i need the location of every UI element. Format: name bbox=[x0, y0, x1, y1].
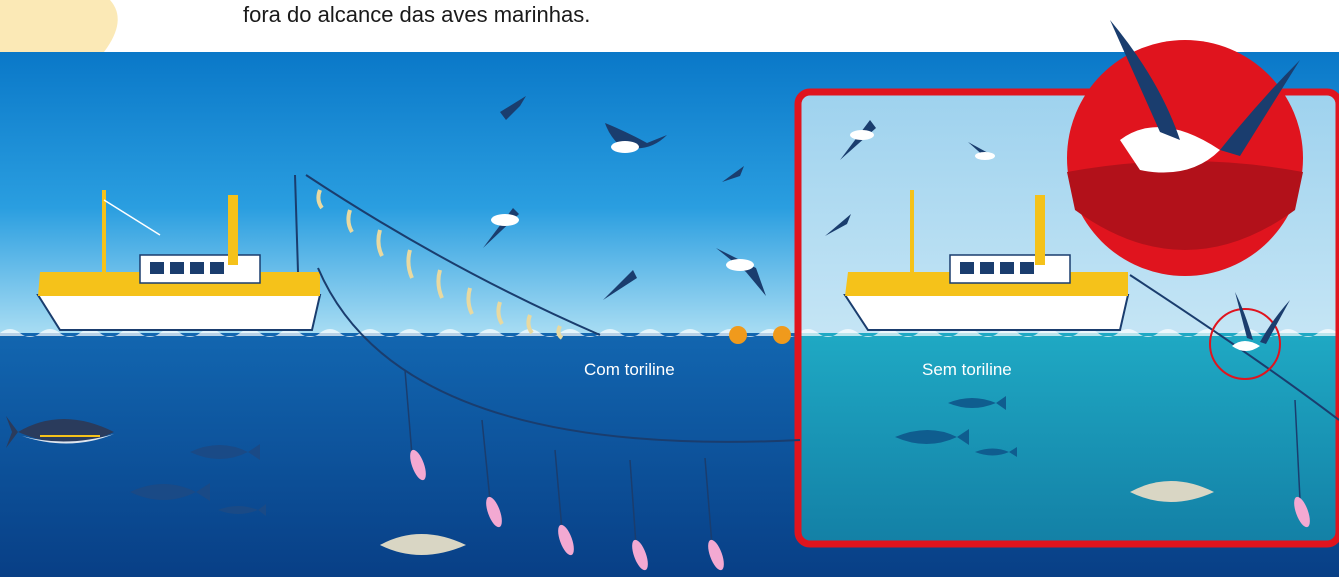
squid-baits bbox=[410, 449, 1310, 571]
grouper-fish bbox=[380, 481, 1214, 555]
fishing-boat bbox=[36, 174, 322, 331]
fish-silhouettes-inset bbox=[895, 396, 1017, 457]
toriline-streamer-line bbox=[305, 174, 791, 344]
fishing-boat-inset bbox=[843, 190, 1130, 331]
fish-silhouettes bbox=[130, 444, 266, 516]
longline bbox=[317, 267, 1339, 546]
without-toriline-label: Sem toriline bbox=[922, 360, 1012, 379]
seabird-bodies bbox=[491, 130, 995, 271]
corner-glow bbox=[0, 0, 118, 52]
caption-text: fora do alcance das aves marinhas. bbox=[243, 2, 591, 27]
bird-catching-bait-zoom bbox=[1067, 20, 1303, 380]
tuna bbox=[6, 416, 114, 448]
caption-header: fora do alcance das aves marinhas. bbox=[0, 0, 1339, 52]
with-toriline-label: Com toriline bbox=[584, 360, 675, 379]
